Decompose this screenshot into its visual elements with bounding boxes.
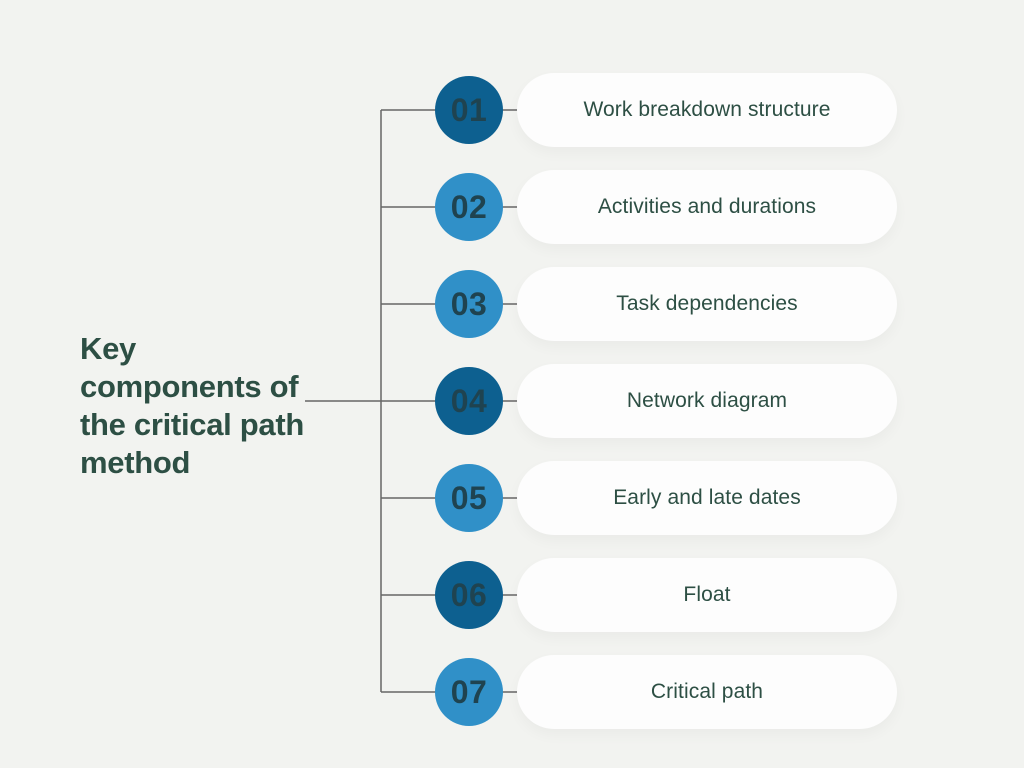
step-label-pill: Task dependencies (517, 267, 897, 341)
diagram-title-line: method (80, 445, 191, 480)
step-number-circle: 02 (435, 173, 503, 241)
step-label: Task dependencies (616, 292, 798, 315)
step-number-circle: 06 (435, 561, 503, 629)
step-number: 01 (450, 91, 488, 128)
step-label: Float (683, 583, 731, 606)
step-label: Early and late dates (613, 486, 801, 509)
step-number: 07 (450, 673, 488, 710)
step-label-pill: Critical path (517, 655, 897, 729)
step-number-circle: 07 (435, 658, 503, 726)
step-label-pill: Work breakdown structure (517, 73, 897, 147)
step-label: Work breakdown structure (583, 98, 831, 121)
step-number: 02 (450, 188, 488, 225)
step-label-pill: Activities and durations (517, 170, 897, 244)
step-label: Activities and durations (597, 195, 817, 218)
diagram-title-line: the critical path (80, 407, 305, 442)
step-number: 05 (450, 479, 488, 516)
step-label: Critical path (650, 680, 764, 703)
step-label: Network diagram (626, 389, 788, 412)
step-number: 04 (450, 382, 488, 419)
step-number: 03 (450, 285, 488, 322)
step-number-circle: 03 (435, 270, 503, 338)
diagram-title-line: Key (80, 331, 136, 366)
diagram-title-line: components of (80, 369, 299, 404)
step-number: 06 (450, 576, 488, 613)
step-label-pill: Float (517, 558, 897, 632)
step-label-pill: Early and late dates (517, 461, 897, 535)
step-number-circle: 04 (435, 367, 503, 435)
step-number-circle: 01 (435, 76, 503, 144)
step-label-pill: Network diagram (517, 364, 897, 438)
step-number-circle: 05 (435, 464, 503, 532)
